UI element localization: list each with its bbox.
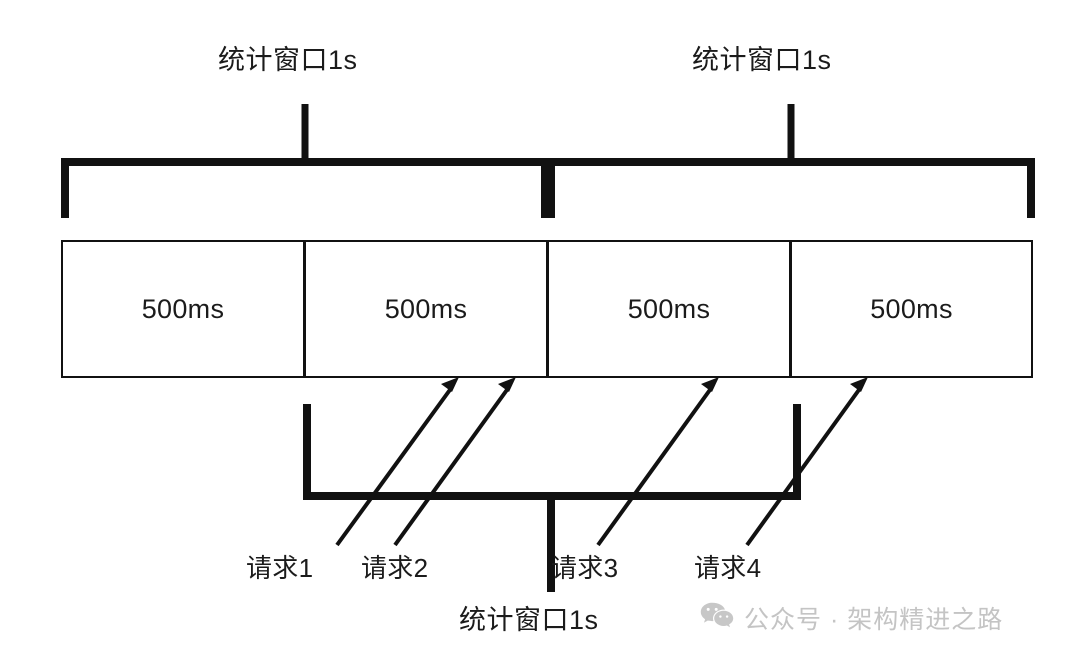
time-slot-1[interactable]: 500ms bbox=[61, 240, 305, 378]
sliding-window-bracket bbox=[303, 404, 801, 500]
watermark-text: 公众号 · 架构精进之路 bbox=[744, 606, 1004, 634]
time-slot-label: 500ms bbox=[870, 293, 953, 324]
watermark: 公众号 · 架构精进之路 bbox=[700, 600, 1003, 636]
window-label-bottom: 统计窗口1s bbox=[459, 605, 599, 635]
window-label-top-left: 统计窗口1s bbox=[218, 45, 358, 75]
request-label-1: 请求1 bbox=[246, 553, 314, 583]
request-label-3: 请求3 bbox=[551, 553, 619, 583]
time-slot-label: 500ms bbox=[141, 293, 225, 324]
request-arrow-3 bbox=[596, 377, 719, 547]
wechat-icon bbox=[700, 602, 734, 635]
time-slot-2[interactable]: 500ms bbox=[304, 240, 548, 378]
request-label-4: 请求4 bbox=[694, 553, 762, 583]
request-arrow-2 bbox=[393, 377, 516, 547]
window-label-top-right: 统计窗口1s bbox=[692, 45, 832, 75]
request-arrow-4 bbox=[745, 377, 868, 547]
window-bracket-1 bbox=[61, 158, 549, 218]
time-slot-label: 500ms bbox=[384, 293, 468, 324]
request-arrow-1 bbox=[335, 377, 459, 547]
window-bracket-2 bbox=[547, 158, 1035, 218]
time-slot-3[interactable]: 500ms bbox=[547, 240, 791, 378]
time-slot-4[interactable]: 500ms bbox=[790, 240, 1033, 378]
request-label-2: 请求2 bbox=[361, 553, 429, 583]
time-slot-label: 500ms bbox=[627, 293, 711, 324]
